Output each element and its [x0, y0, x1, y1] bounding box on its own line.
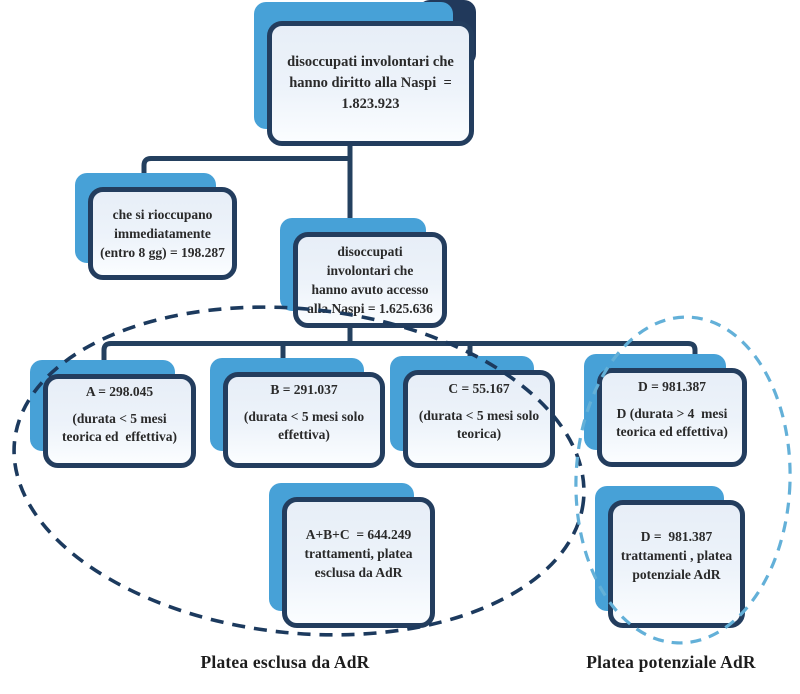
caption-excluded: Platea esclusa da AdR: [200, 652, 370, 672]
node-d-value: D = 981.387: [637, 379, 707, 394]
node-a-value: A = 298.045: [85, 383, 154, 399]
node-c-value: C = 55.167: [448, 380, 510, 396]
caption-potential: Platea potenziale AdR: [586, 652, 756, 672]
node-b-value: B = 291.037: [270, 381, 338, 397]
